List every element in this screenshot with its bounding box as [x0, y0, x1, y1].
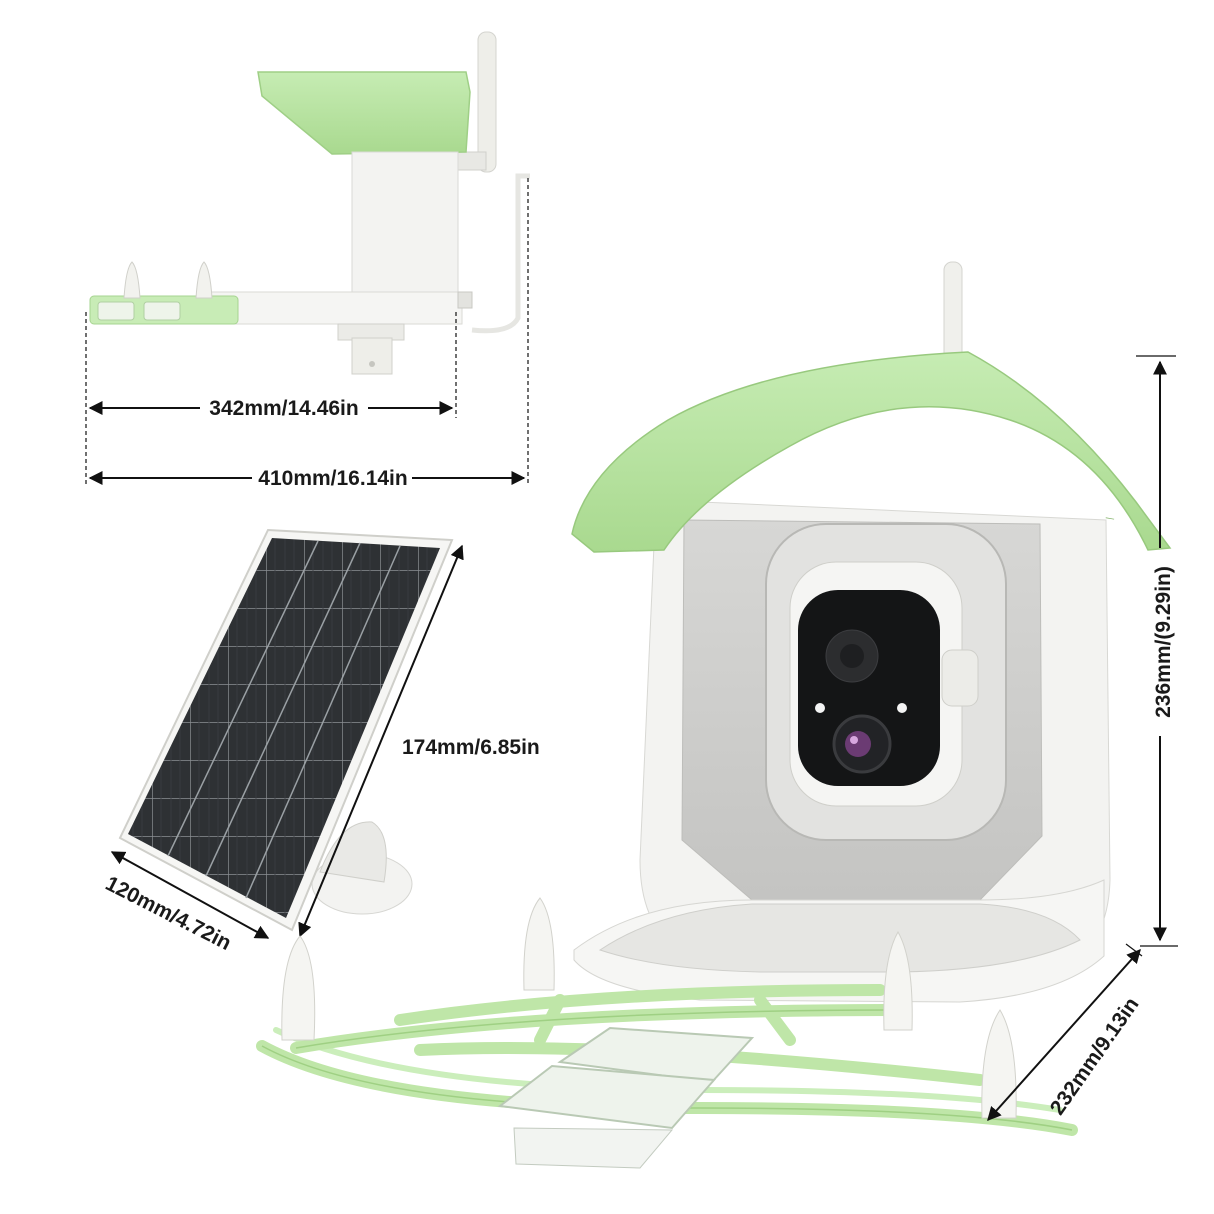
perch-spike [281, 935, 316, 1041]
total-width-label: 410mm/16.14in [258, 467, 407, 490]
feeder-side-view: 342mm/14.46in 410mm/16.14in [85, 31, 530, 490]
solar-width-arrow [110, 851, 270, 939]
side-base-arm [207, 291, 463, 325]
solar-panel: 174mm/6.85in 120mm/4.72in [102, 528, 540, 955]
front-seed-tray [497, 1064, 717, 1130]
front-roof [571, 351, 1172, 553]
perch-spike [981, 1009, 1017, 1119]
perch-spike [883, 930, 913, 1031]
side-body [351, 151, 459, 301]
side-antenna [477, 31, 497, 173]
perch-spike [523, 897, 555, 991]
svg-text:|: | [1104, 516, 1114, 520]
feeder-depth-arrow [987, 948, 1141, 1122]
side-roof [257, 71, 471, 155]
feeder-depth-label: 232mm/9.13in [1046, 993, 1144, 1119]
feeder-height-label: 236mm/(9.29in) [1152, 566, 1175, 718]
side-perch-spike [123, 261, 141, 299]
side-cable [471, 173, 530, 334]
solar-height-label: 174mm/6.85in [402, 736, 540, 759]
solar-height-arrow [298, 544, 464, 938]
base-width-label: 342mm/14.46in [209, 397, 358, 420]
side-perch-spike [195, 261, 213, 299]
feeder-front-view: | 236mm/(9.29in) [256, 261, 1178, 1169]
